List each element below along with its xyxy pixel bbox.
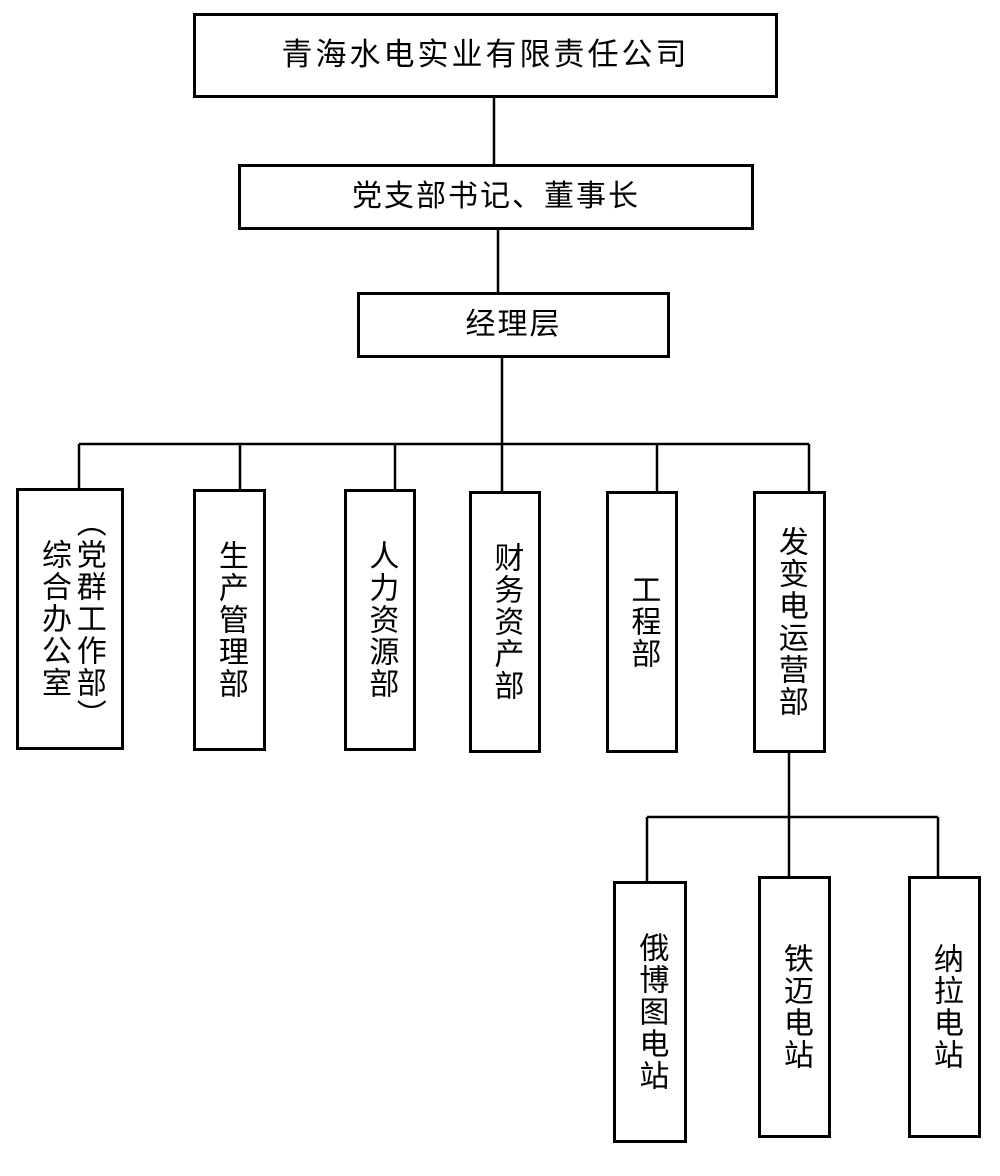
- node-company: 青海水电实业有限责任公司: [193, 13, 778, 98]
- label-line: （党群工作部）: [70, 507, 106, 731]
- node-production-management: 生产管理部: [193, 489, 266, 751]
- node-ebotu-station: 俄博图电站: [613, 881, 687, 1143]
- label-line: 发变电运营部: [772, 526, 808, 718]
- node-finance-assets-label: 财务资产部: [488, 542, 523, 702]
- node-nala-station: 纳拉电站: [908, 876, 981, 1138]
- label-line: 俄博图电站: [633, 932, 669, 1092]
- node-nala-station-label: 纳拉电站: [927, 943, 963, 1071]
- label-line: 财务资产部: [488, 542, 524, 702]
- node-tiemai-station-label: 铁迈电站: [777, 943, 813, 1071]
- node-company-label: 青海水电实业有限责任公司: [281, 37, 690, 73]
- node-general-office: （党群工作部） 综合办公室: [16, 488, 124, 750]
- node-human-resources: 人力资源部: [344, 489, 416, 751]
- node-human-resources-label: 人力资源部: [363, 540, 398, 700]
- label-line: 综合办公室: [36, 539, 71, 699]
- node-ebotu-station-label: 俄博图电站: [633, 932, 668, 1092]
- node-party-secretary-chairman-label: 党支部书记、董事长: [352, 179, 640, 214]
- node-power-transmission-operation-label: 发变电运营部: [772, 526, 808, 718]
- label-line: 人力资源部: [363, 540, 399, 700]
- node-finance-assets: 财务资产部: [469, 491, 541, 753]
- node-power-transmission-operation: 发变电运营部: [753, 491, 826, 753]
- node-party-secretary-chairman: 党支部书记、董事长: [238, 164, 754, 230]
- node-engineering-label: 工程部: [625, 574, 660, 670]
- node-general-office-label: （党群工作部） 综合办公室: [35, 507, 106, 731]
- node-production-management-label: 生产管理部: [212, 540, 248, 700]
- label-line: 铁迈电站: [777, 943, 813, 1071]
- node-management: 经理层: [357, 292, 670, 358]
- node-engineering: 工程部: [606, 491, 678, 753]
- label-line: 纳拉电站: [927, 943, 963, 1071]
- label-line: 工程部: [625, 574, 661, 670]
- label-line: 生产管理部: [212, 540, 248, 700]
- node-management-label: 经理层: [465, 307, 562, 342]
- node-tiemai-station: 铁迈电站: [758, 876, 831, 1138]
